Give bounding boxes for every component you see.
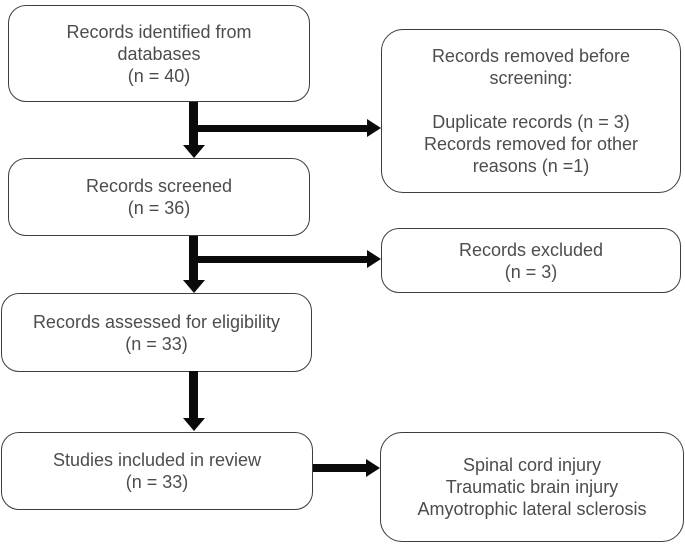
box-records-assessed-text: Records assessed for eligibility (n = 33… <box>32 311 281 354</box>
arrow-assessed-to-included-stem <box>189 371 198 419</box>
box-conditions-text: Spinal cord injury Traumatic brain injur… <box>417 455 647 519</box>
arrow-to-removed-bar <box>189 125 367 132</box>
box-records-identified-text: Records identified from databases (n = 4… <box>66 21 252 86</box>
box-records-removed: Records removed before screening: Duplic… <box>381 29 681 193</box>
arrow-to-removed-head <box>367 119 381 137</box>
box-records-screened: Records screened (n = 36) <box>8 158 310 236</box>
arrow-to-excluded-bar <box>189 256 367 263</box>
arrow-identified-to-screened-stem <box>189 102 198 146</box>
arrow-identified-to-screened-head <box>183 145 205 158</box>
arrow-screened-to-assessed-head <box>183 280 205 293</box>
box-records-excluded: Records excluded (n = 3) <box>381 228 681 293</box>
box-records-assessed: Records assessed for eligibility (n = 33… <box>1 293 312 372</box>
box-studies-included-text: Studies included in review (n = 33) <box>52 450 262 492</box>
box-studies-included: Studies included in review (n = 33) <box>1 432 313 510</box>
arrow-to-excluded-head <box>367 250 381 268</box>
box-records-screened-text: Records screened (n = 36) <box>85 176 233 218</box>
arrow-assessed-to-included-head <box>183 418 205 431</box>
arrow-included-to-conditions-bar <box>313 464 366 472</box>
box-records-identified: Records identified from databases (n = 4… <box>8 5 310 102</box>
arrow-included-to-conditions-head <box>366 459 380 477</box>
box-records-excluded-text: Records excluded (n = 3) <box>458 239 604 282</box>
box-conditions: Spinal cord injury Traumatic brain injur… <box>380 432 684 542</box>
box-records-removed-text: Records removed before screening: Duplic… <box>423 46 639 176</box>
